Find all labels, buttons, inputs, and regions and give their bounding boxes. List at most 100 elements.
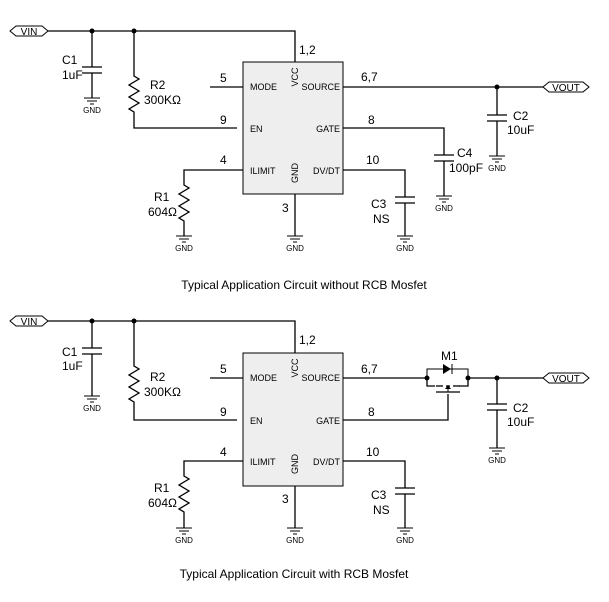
- vout-port-label: VOUT: [552, 374, 580, 385]
- m1-diode-triangle: [443, 364, 451, 374]
- ground-symbol: GND: [396, 235, 414, 253]
- vout-port-shape: [542, 372, 590, 384]
- r1-body: [177, 169, 243, 236]
- vin-port: VIN: [9, 25, 49, 38]
- c1-ref: C1: [62, 53, 78, 67]
- ic-chip: MODE EN ILIMIT VCC GND SOURCE GATE DV/DT: [242, 352, 344, 487]
- circuit-caption: Typical Application Circuit without RCB …: [181, 278, 427, 292]
- circuit-without-rcb: VIN C1 1uF GND R2 300KΩ: [9, 25, 590, 292]
- ground-symbol: GND: [286, 235, 304, 253]
- capacitor-c3: C3 NS: [343, 169, 415, 236]
- capacitor-c1: C1 1uF: [62, 31, 102, 98]
- ground-symbol: GND: [83, 97, 101, 115]
- ground-symbol: GND: [175, 235, 193, 253]
- r1-value: 604Ω: [148, 205, 177, 219]
- ground-symbol: GND: [435, 195, 453, 213]
- pin-ilimit: ILIMIT: [250, 166, 276, 176]
- c2-ref: C2: [513, 109, 529, 123]
- junction-dot: [424, 375, 430, 381]
- gnd-label: GND: [175, 536, 193, 545]
- c1-value: 1uF: [62, 359, 83, 373]
- pin-number-source: 6,7: [361, 362, 378, 376]
- vin-port-label: VIN: [21, 317, 38, 328]
- pin-dvdt: DV/DT: [313, 457, 341, 467]
- gnd-label: GND: [488, 164, 506, 173]
- c3-value: NS: [373, 503, 390, 517]
- gate-wire: [343, 127, 445, 155]
- ground-symbol: GND: [488, 155, 506, 173]
- c3-ref: C3: [371, 197, 387, 211]
- pin-number-gate: 8: [368, 405, 375, 419]
- resistor-r2: R2 300KΩ: [127, 31, 237, 129]
- pin-mode: MODE: [250, 82, 277, 92]
- pin-gnd: GND: [290, 454, 300, 475]
- pin-en: EN: [250, 416, 263, 426]
- vout-port-shape: [542, 81, 590, 93]
- vin-wire: [48, 30, 296, 50]
- c1-ref: C1: [62, 345, 78, 359]
- vin-port-label: VIN: [21, 27, 38, 38]
- capacitor-c3: C3 NS: [343, 460, 415, 528]
- ground-symbol: GND: [175, 527, 193, 545]
- pin-number-ilimit: 4: [220, 445, 227, 459]
- pin-vcc: VCC: [290, 67, 300, 87]
- gnd-label: GND: [175, 244, 193, 253]
- pin-en: EN: [250, 124, 263, 134]
- dvdt-wire: [343, 460, 406, 488]
- capacitor-c4: C4 100pF: [343, 127, 483, 196]
- pin-gate: GATE: [316, 416, 340, 426]
- pin-number-ilimit: 4: [220, 153, 227, 167]
- m1-source-wire: [343, 377, 435, 387]
- pin-vcc: VCC: [290, 358, 300, 378]
- pin-number-gate: 8: [368, 113, 375, 127]
- ground-symbol: GND: [286, 527, 304, 545]
- circuit-caption: Typical Application Circuit with RCB Mos…: [180, 567, 409, 581]
- ground-symbol: GND: [83, 395, 101, 413]
- r1-ref: R1: [154, 481, 170, 495]
- pin-gate: GATE: [316, 124, 340, 134]
- pin-mode: MODE: [250, 373, 277, 383]
- pin-source: SOURCE: [301, 82, 340, 92]
- pin-ilimit: ILIMIT: [250, 457, 276, 467]
- r1-body: [177, 460, 243, 528]
- ic-body: [242, 352, 344, 487]
- r2-value: 300KΩ: [144, 93, 181, 107]
- circuit-with-rcb: VIN C1 1uF GND R2 300KΩ MOD: [9, 315, 590, 581]
- vin-wire: [48, 320, 296, 340]
- pin-number-mode: 5: [220, 71, 227, 85]
- ic-chip: MODE EN ILIMIT VCC GND SOURCE GATE DV/DT: [242, 61, 344, 195]
- gnd-label: GND: [83, 404, 101, 413]
- capacitor-c2: C2 10uF: [487, 378, 534, 448]
- capacitor-c1: C1 1uF: [62, 321, 102, 396]
- pin-number-dvdt: 10: [366, 153, 380, 167]
- gnd-label: GND: [435, 204, 453, 213]
- gnd-label: GND: [286, 244, 304, 253]
- vout-port-label: VOUT: [552, 83, 580, 94]
- vin-port: VIN: [9, 315, 49, 328]
- ground-symbol: GND: [488, 447, 506, 465]
- r2-body: [127, 321, 237, 421]
- c2-ref: C2: [513, 401, 529, 415]
- c2-value: 10uF: [507, 415, 534, 429]
- r2-body: [127, 31, 237, 129]
- pin-number-mode: 5: [220, 362, 227, 376]
- r2-value: 300KΩ: [144, 385, 181, 399]
- gnd-label: GND: [396, 536, 414, 545]
- m1-arrow: [445, 385, 451, 389]
- pin-source: SOURCE: [301, 373, 340, 383]
- m1-ref: M1: [441, 349, 458, 363]
- resistor-r1: R1 604Ω: [148, 169, 243, 236]
- r1-value: 604Ω: [148, 496, 177, 510]
- pin-number-source: 6,7: [361, 70, 378, 84]
- capacitor-c2: C2 10uF: [487, 87, 534, 156]
- pin-gnd: GND: [290, 163, 300, 184]
- gnd-label: GND: [396, 244, 414, 253]
- gate-wire: [343, 394, 449, 421]
- c1-value: 1uF: [62, 68, 83, 82]
- gnd-label: GND: [488, 456, 506, 465]
- c4-ref: C4: [457, 146, 473, 160]
- pin-number-gnd: 3: [282, 492, 289, 506]
- ground-symbol: GND: [396, 527, 414, 545]
- dvdt-wire: [343, 169, 406, 197]
